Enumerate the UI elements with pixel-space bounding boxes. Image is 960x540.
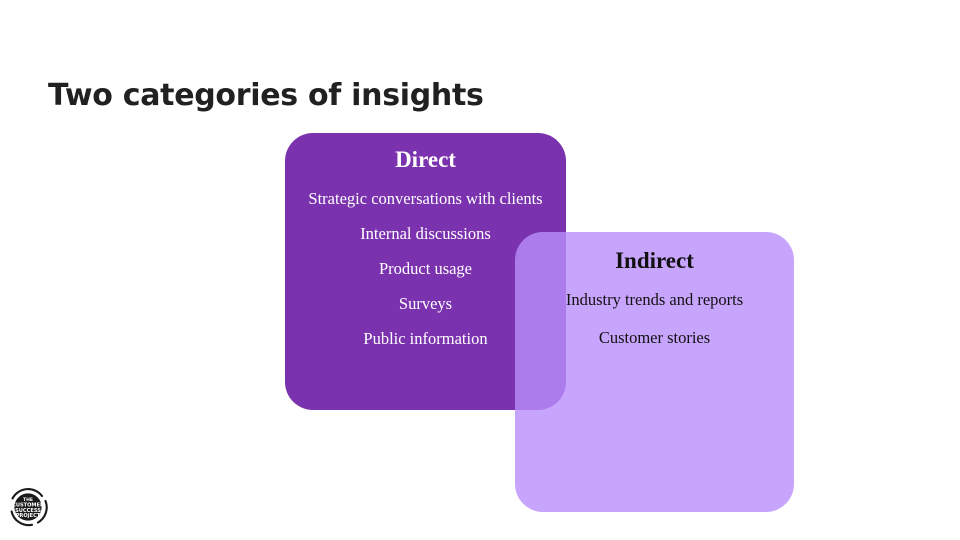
logo-line-2: CUSTOMER xyxy=(12,503,44,509)
card-indirect-list: Industry trends and reports Customer sto… xyxy=(537,290,772,347)
card-direct-heading: Direct xyxy=(395,147,456,172)
page-title: Two categories of insights xyxy=(48,78,484,114)
logo-line-3: SUCCESS xyxy=(15,508,41,514)
list-item: Product usage xyxy=(378,259,473,278)
list-item: Industry trends and reports xyxy=(565,290,744,309)
card-indirect-heading: Indirect xyxy=(615,248,694,273)
logo-line-1: THE xyxy=(23,497,33,503)
list-item: Public information xyxy=(363,329,488,348)
circular-stamp-icon: THE CUSTOMER SUCCESS PROJECT xyxy=(10,488,48,527)
list-item: Customer stories xyxy=(598,328,711,347)
list-item: Surveys xyxy=(398,294,453,313)
list-item: Internal discussions xyxy=(360,224,491,243)
logo: THE CUSTOMER SUCCESS PROJECT xyxy=(5,484,51,530)
card-indirect[interactable]: Indirect Industry trends and reports Cus… xyxy=(515,232,794,512)
list-item: Strategic conversations with clients xyxy=(308,189,543,208)
logo-line-4: PROJECT xyxy=(16,513,41,519)
card-direct-list: Strategic conversations with clients Int… xyxy=(303,189,548,348)
